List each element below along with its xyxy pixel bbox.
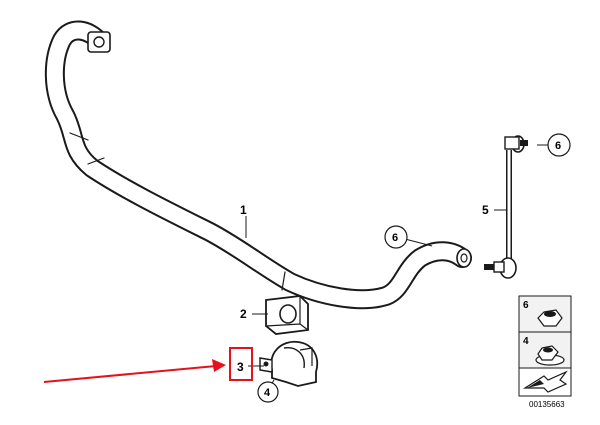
red-arrow — [43, 359, 226, 383]
nut-icon — [537, 309, 563, 327]
label-6-bar: 6 — [392, 232, 398, 244]
label-5: 5 — [482, 203, 489, 217]
label-2: 2 — [240, 307, 247, 321]
bar-left-eye — [87, 31, 111, 53]
label-3: 3 — [237, 360, 244, 374]
label-6-bar-callout: 6 — [384, 225, 408, 249]
legend-label-6: 6 — [523, 300, 529, 311]
label-4: 4 — [264, 387, 271, 399]
bushing-bracket — [259, 340, 319, 387]
diagram-number: 00135663 — [529, 400, 565, 409]
label-6-top-callout: 6 — [547, 133, 571, 157]
stabilizer-bar — [44, 20, 472, 310]
flange-nut-icon — [535, 345, 565, 366]
diagram-arrow-icon — [522, 370, 568, 393]
bar-right-eye — [456, 248, 472, 268]
parts-legend: 6 4 — [518, 295, 572, 397]
stabilizer-link — [484, 135, 528, 279]
label-1: 1 — [240, 203, 247, 217]
rubber-bushing — [265, 295, 309, 335]
label-4-callout: 4 — [257, 381, 279, 403]
highlight-box — [229, 347, 253, 381]
legend-label-4: 4 — [523, 336, 529, 347]
label-6-top: 6 — [555, 140, 561, 152]
